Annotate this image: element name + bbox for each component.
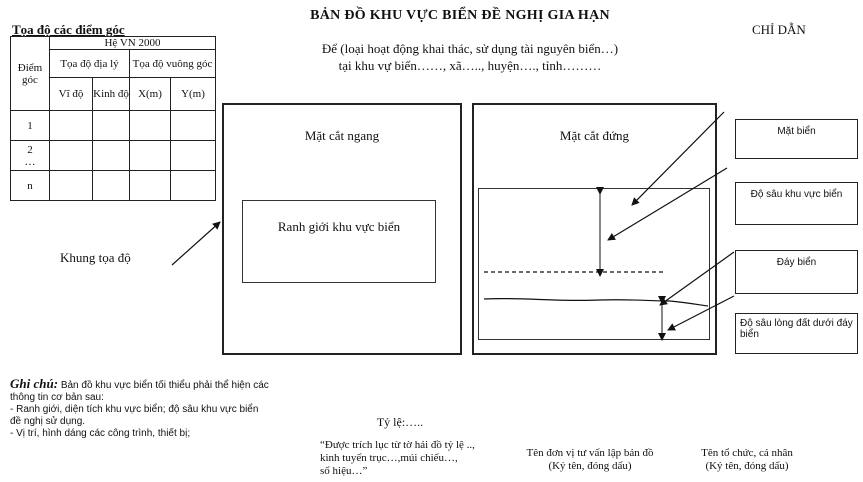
table-cell xyxy=(129,170,171,201)
legend-title: CHỈ DẪN xyxy=(752,22,806,37)
table-cell xyxy=(129,140,171,171)
note-title: Ghi chú: xyxy=(10,376,59,391)
point-header-text: Điểm góc xyxy=(17,61,43,86)
row-label: 2 … xyxy=(10,140,50,171)
organization-signature: Tên tổ chức, cá nhân (Ký tên, đóng dấu) xyxy=(701,447,793,472)
legend-sea-surface-label: Mặt biển xyxy=(777,126,816,137)
extract-note: “Được trích lục từ tờ hải đồ tỷ lệ .., k… xyxy=(320,439,475,477)
sea-boundary-label: Ranh giới khu vực biển xyxy=(277,219,401,234)
row-label: 1 xyxy=(10,110,50,141)
vertical-section-frame xyxy=(472,103,717,355)
legend-box-sea-surface: Mặt biển xyxy=(735,119,858,159)
seabed-line xyxy=(483,297,709,307)
note-intro: Bản đồ khu vực biển tối thiểu phải thể h… xyxy=(10,380,269,403)
sea-surface-pointer xyxy=(631,111,725,206)
coords-table: Điểm góc Hệ VN 2000 Tọa độ địa lý Tọa độ… xyxy=(10,36,216,201)
table-cell xyxy=(170,170,216,201)
horizontal-section-label: Mặt cắt ngang xyxy=(304,128,380,143)
note-item-2: - Vị trí, hình dáng các công trình, thiế… xyxy=(10,428,191,439)
plane-header: Tọa độ vuông góc xyxy=(129,49,216,78)
legend-box-sea-depth: Độ sâu khu vực biển xyxy=(735,182,858,225)
legend-box-seabed: Đáy biển xyxy=(735,250,858,294)
legend-seabed-label: Đáy biển xyxy=(776,257,817,268)
subtitle-line-1: Để (loại hoạt động khai thác, sử dụng tà… xyxy=(321,41,619,56)
legend-sea-depth-label: Độ sâu khu vực biển xyxy=(750,189,843,200)
x-header: X(m) xyxy=(129,77,171,111)
table-cell xyxy=(49,110,93,141)
scale-label: Tỷ lệ:….. xyxy=(376,415,424,429)
map-title: BẢN ĐỒ KHU VỰC BIỂN ĐỀ NGHỊ GIA HẠN xyxy=(310,8,610,23)
note-item-1: - Ranh giới, diện tích khu vực biển; độ … xyxy=(10,404,259,427)
map-subtitle: Để (loại hoạt động khai thác, sử dụng tà… xyxy=(280,40,660,74)
legend-subsoil-depth-label: Độ sâu lòng đất dưới đáy biển xyxy=(740,318,853,340)
row-label: n xyxy=(10,170,50,201)
y-header: Y(m) xyxy=(170,77,216,111)
subtitle-line-2: tại khu vự biển……, xã….., huyện…., tỉnh…… xyxy=(338,58,602,73)
subsoil-pointer xyxy=(667,295,735,331)
seabed-pointer xyxy=(659,251,735,306)
vertical-inner-box xyxy=(478,188,710,340)
table-cell xyxy=(92,170,130,201)
coordinate-frame-arrow xyxy=(171,221,221,266)
sea-boundary-box xyxy=(242,200,436,283)
legend-box-subsoil-depth: Độ sâu lòng đất dưới đáy biển xyxy=(735,313,858,354)
vertical-section-label: Mặt cắt đứng xyxy=(559,128,630,143)
consultant-signature: Tên đơn vị tư vấn lập bản đồ (Ký tên, đó… xyxy=(526,447,654,472)
coordinate-frame-label: Khung tọa độ xyxy=(60,250,131,265)
horizontal-section-frame xyxy=(222,103,462,355)
sea-depth-pointer xyxy=(607,167,728,241)
note-block: Ghi chú: Bản đồ khu vực biển tối thiểu p… xyxy=(10,376,272,440)
table-cell xyxy=(129,110,171,141)
table-cell xyxy=(170,110,216,141)
point-header: Điểm góc xyxy=(10,36,50,111)
table-cell xyxy=(49,170,93,201)
lon-header: Kinh độ xyxy=(92,77,130,111)
coords-table-title: Tọa độ các điểm góc xyxy=(12,22,125,37)
